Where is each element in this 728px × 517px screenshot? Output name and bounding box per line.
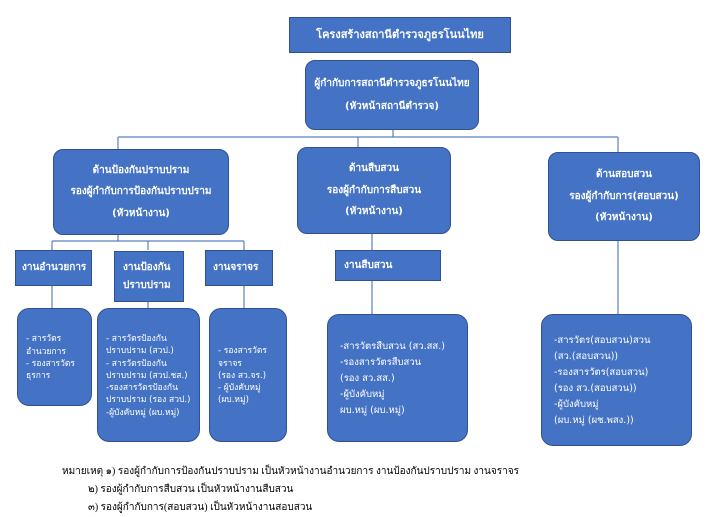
staff-item: (ผบ.หมู่)	[218, 395, 249, 406]
staff-prevention-list: - สารวัตรป้องกัน ปราบปราม (สวป.) - สารวั…	[97, 308, 200, 442]
staff-item: (รอง สว.จร.)	[218, 370, 267, 381]
staff-item: -ผู้บังคับหมู่ (ผบ.หมู่)	[106, 407, 180, 418]
staff-investigation-list: -สารวัตรสืบสวน (สว.สส.) -รองสารวัตรสืบสว…	[327, 314, 468, 442]
staff-item: -สารวัตรสืบสวน (สว.สส.)	[340, 340, 445, 352]
staff-item: - รองสารวัตร	[26, 359, 75, 369]
staff-item: ปราบปราม (สวป.)	[106, 346, 174, 357]
division-deputy: รองผู้กำกับการป้องกันปราบปราม	[70, 186, 212, 198]
notes-section: หมายเหตุ ๑) รองผู้กำกับการป้องกันปราบปรา…	[62, 466, 722, 514]
division-name: ด้านสืบสวน	[349, 163, 399, 175]
station-head-box: ผู้กำกับการสถานีตำรวจภูธรโนนไทย (หัวหน้า…	[305, 60, 479, 130]
division-prevention-box: ด้านป้องกันปราบปราม รองผู้กำกับการป้องกั…	[53, 149, 229, 235]
staff-item: (สว.(สอบสวน))	[554, 350, 619, 362]
head-role: (หัวหน้าสถานีตำรวจ)	[345, 101, 439, 112]
staff-item: (รอง สว.(สอบสวน))	[554, 383, 637, 394]
staff-item: (รอง สว.สส.)	[340, 372, 395, 384]
unit-label: งานป้องกัน	[123, 262, 171, 273]
head-title: ผู้กำกับการสถานีตำรวจภูธรโนนไทย	[314, 77, 470, 89]
division-role: (หัวหน้างาน)	[595, 212, 653, 224]
org-chart-title: โครงสร้างสถานีตำรวจภูธรโนนไทย	[289, 17, 511, 53]
staff-item: - สารวัตรป้องกัน	[106, 333, 167, 344]
staff-item: (ผบ.หมู่ (ผช.พสง.))	[554, 415, 634, 427]
division-deputy: รองผู้กำกับการ(สอบสวน)	[569, 190, 679, 202]
unit-label: งานสืบสวน	[344, 259, 393, 271]
staff-item: - รองสารวัตร	[218, 346, 267, 357]
division-role: (หัวหน้างาน)	[112, 207, 170, 219]
staff-item: จราจร	[218, 358, 242, 369]
staff-administration-list: - สารวัตร อำนวยการ - รองสารวัตร ธุรการ	[17, 308, 92, 406]
staff-item: -ผู้บังคับหมู่	[554, 399, 599, 411]
unit-label: งานอำนวยการ	[22, 262, 87, 274]
division-investigation-box: ด้านสืบสวน รองผู้กำกับการสืบสวน (หัวหน้า…	[297, 147, 451, 234]
unit-label: ปราบปราม	[123, 279, 171, 291]
staff-traffic-list: - รองสารวัตร จราจร (รอง สว.จร.) - ผู้บัง…	[209, 308, 287, 442]
staff-inquiry-list: -สารวัตร(สอบสวน)สวน (สว.(สอบสวน)) -รองสา…	[541, 314, 692, 446]
staff-item: ปราบปราม (สวป.ชส.)	[106, 370, 188, 381]
staff-item: -ผู้บังคับหมู่	[340, 389, 385, 401]
staff-item: อำนวยการ	[26, 346, 66, 357]
note-line: ๓) รองผู้กำกับการ(สอบสวน) เป็นหัวหน้างาน…	[88, 502, 313, 513]
division-inquiry-box: ด้านสอบสวน รองผู้กำกับการ(สอบสวน) (หัวหน…	[548, 152, 700, 241]
division-name: ด้านสอบสวน	[596, 169, 652, 181]
staff-item: ธุรการ	[26, 371, 51, 382]
note-line: ๒) รองผู้กำกับการสืบสวน เป็นหัวหน้างานสื…	[88, 484, 294, 495]
unit-administration-box: งานอำนวยการ	[15, 250, 92, 286]
unit-traffic-box: งานจราจร	[205, 250, 273, 286]
staff-item: -รองสารวัตรสืบสวน	[340, 356, 422, 368]
title-text: โครงสร้างสถานีตำรวจภูธรโนนไทย	[316, 27, 484, 41]
staff-item: -รองสารวัตรป้องกัน	[106, 383, 178, 394]
staff-item: - สารวัตร	[26, 334, 62, 345]
unit-prevention-box: งานป้องกัน ปราบปราม	[114, 251, 184, 302]
staff-item: -สารวัตร(สอบสวน)สวน	[554, 334, 651, 346]
note-line: หมายเหตุ ๑) รองผู้กำกับการป้องกันปราบปรา…	[62, 466, 519, 477]
staff-item: - สารวัตรป้องกัน	[106, 358, 167, 369]
unit-investigation-box: งานสืบสวน	[335, 250, 441, 281]
staff-item: ผบ.หมู่ (ผบ.หมู่)	[340, 405, 405, 417]
division-deputy: รองผู้กำกับการสืบสวน	[326, 184, 422, 196]
staff-item: ปราบปราม (รอง สวป.)	[106, 395, 191, 406]
unit-label: งานจราจร	[213, 262, 259, 274]
staff-item: - ผู้บังคับหมู่	[218, 383, 261, 394]
staff-item: -รองสารวัตร(สอบสวน)	[554, 366, 649, 378]
division-name: ด้านป้องกันปราบปราม	[92, 164, 190, 176]
division-role: (หัวหน้างาน)	[345, 206, 403, 218]
